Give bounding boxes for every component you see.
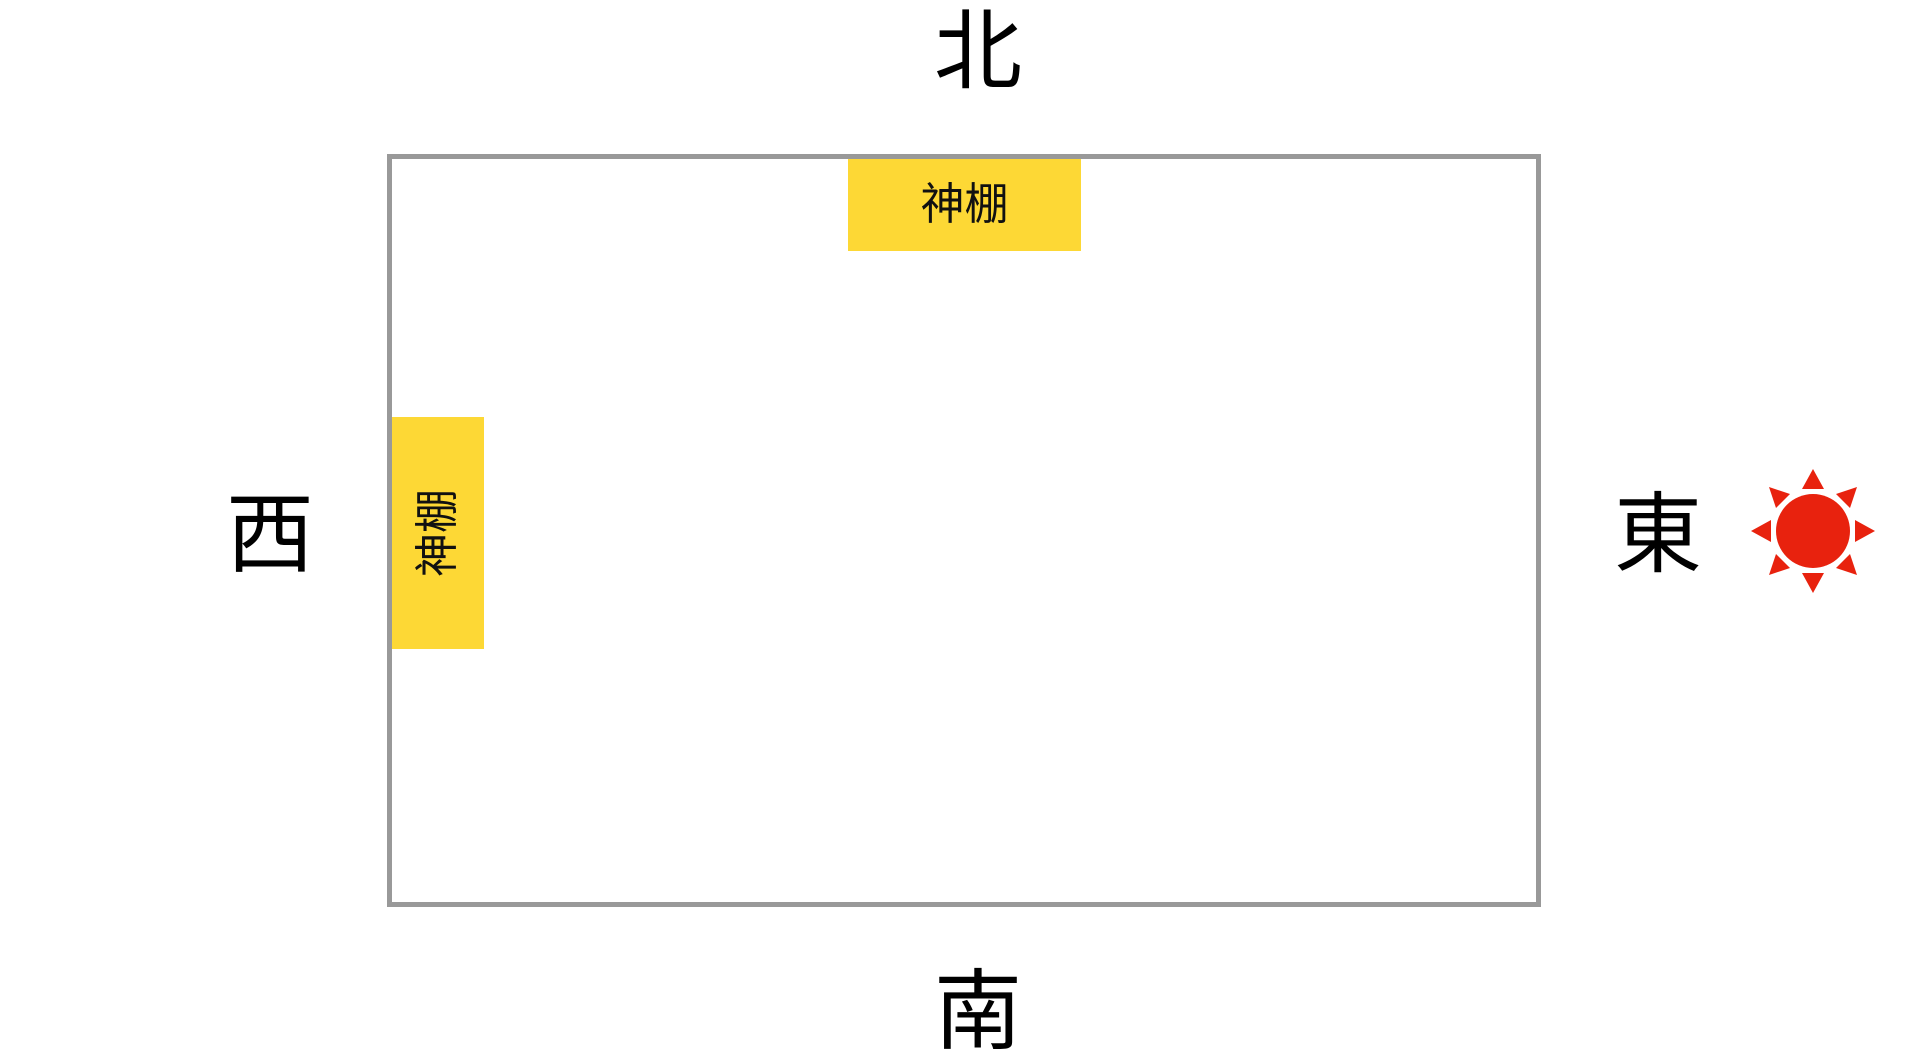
room-outline: [387, 154, 1541, 907]
shrine-north-wall: 神棚: [848, 159, 1081, 251]
sun-icon: [1751, 469, 1875, 593]
direction-west-label: 西: [225, 483, 314, 586]
direction-south-label: 南: [933, 960, 1022, 1061]
shrine-west-wall: 神棚: [392, 417, 484, 649]
shrine-west-label: 神棚: [412, 489, 463, 577]
direction-east-label: 東: [1613, 483, 1702, 586]
direction-north-label: 北: [933, 0, 1022, 103]
shrine-north-label: 神棚: [920, 179, 1009, 230]
